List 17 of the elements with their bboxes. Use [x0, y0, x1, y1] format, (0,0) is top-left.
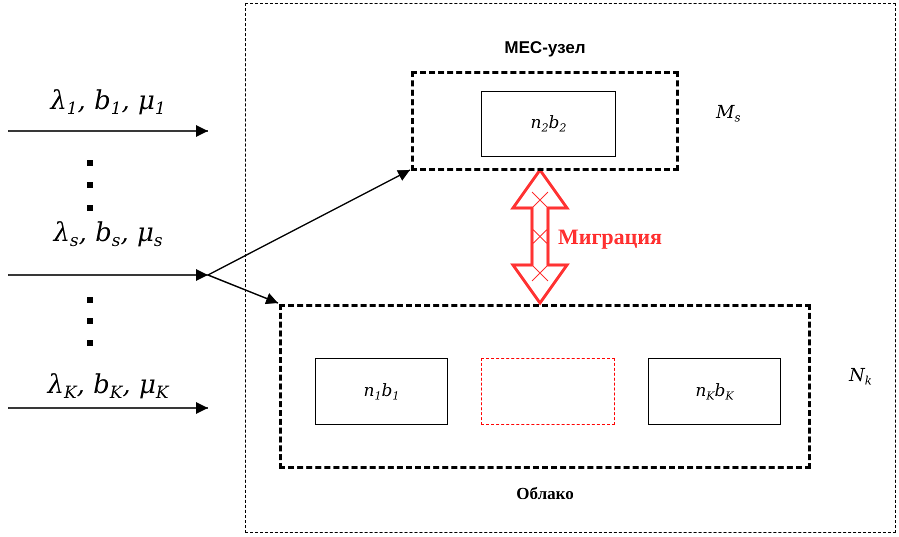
- process-box: [481, 91, 616, 157]
- box-label: n$_{K}$b$_{K}$: [695, 380, 734, 402]
- box-label: n$_{1}$b$_{1}$: [364, 380, 400, 402]
- group-heading: Облако: [515, 484, 575, 504]
- process-box: [648, 358, 781, 425]
- capacity-label: M$_{s}$: [716, 102, 740, 124]
- flow-parameters: λ$_{K}$, b$_{K}$, μ$_{K}$: [46, 370, 170, 402]
- flow-parameters: λ$_{1}$, b$_{1}$, μ$_{1}$: [48, 86, 167, 118]
- group-heading: MEC-узел: [503, 38, 587, 58]
- input-arrow: [8, 269, 208, 281]
- box-label: n$_{2}$b$_{2}$: [530, 113, 566, 135]
- arrow: [208, 169, 410, 276]
- process-box: [315, 358, 448, 425]
- edge-label: λ$_{s}$, b$_{s}$, μ$_{s}$: [52, 218, 164, 250]
- placeholder-box: [481, 358, 615, 425]
- arrow: [208, 274, 278, 304]
- capacity-label: N$_{k}$: [849, 365, 872, 388]
